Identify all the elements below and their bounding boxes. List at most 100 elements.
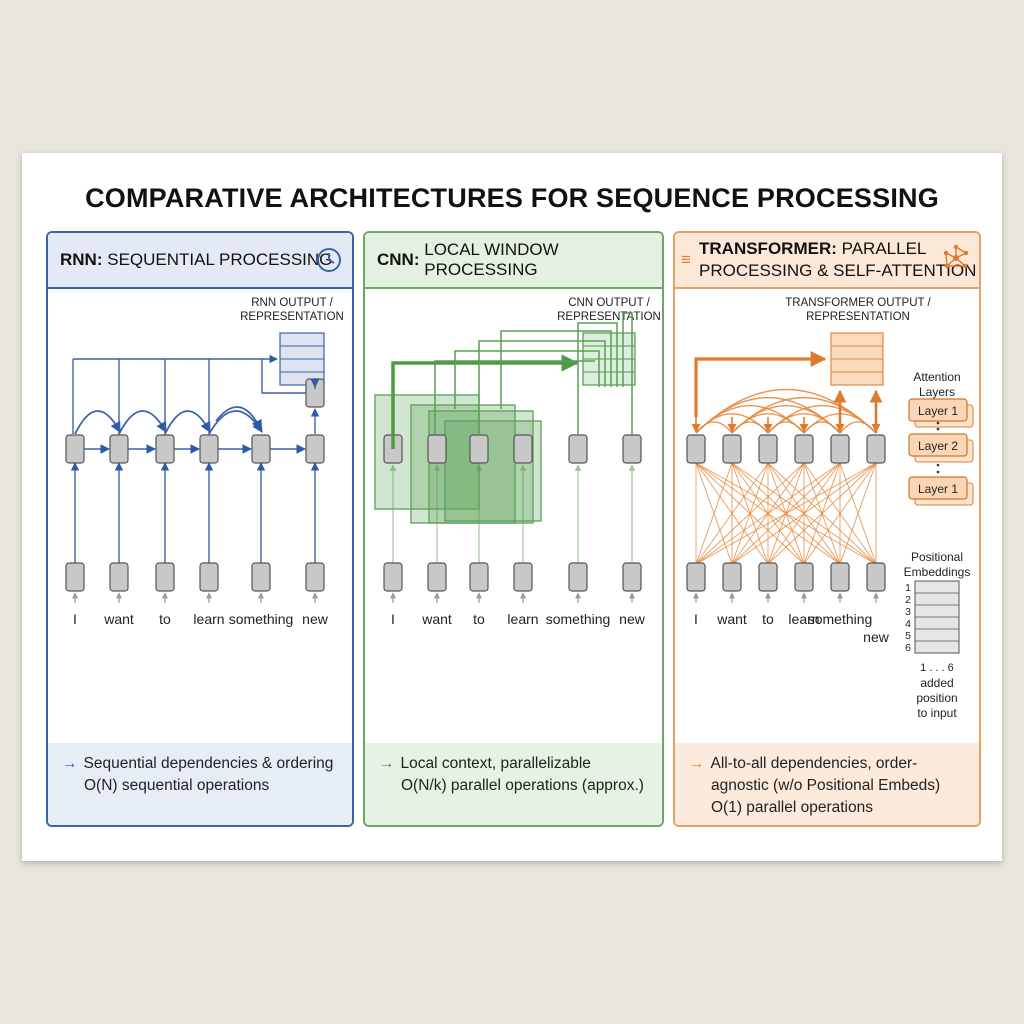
attention-layers-title-1: Attention (913, 370, 960, 384)
input-node (722, 562, 742, 592)
positional-index: 3 (905, 606, 911, 618)
token-label: I (694, 611, 698, 627)
menu-icon: ≡ (681, 250, 691, 269)
input-node (830, 562, 850, 592)
attention-edge (803, 462, 877, 565)
page-title: COMPARATIVE ARCHITECTURES FOR SEQUENCE P… (85, 183, 939, 213)
input-node (794, 562, 814, 592)
transformer-output-label-1: TRANSFORMER OUTPUT / (785, 297, 931, 309)
positional-range: 1 . . . 6 (920, 662, 954, 674)
cnn-output-label-2: REPRESENTATION (557, 311, 661, 323)
token-label: new (302, 611, 329, 627)
cnn-feature-node (568, 434, 588, 464)
diagram-sheet: COMPARATIVE ARCHITECTURES FOR SEQUENCE P… (22, 153, 1002, 861)
attention-layer-box (908, 398, 968, 422)
cnn-output-edge (500, 330, 612, 409)
input-node (758, 562, 778, 592)
rnn-arc-edge (208, 410, 263, 435)
network-icon (943, 244, 969, 269)
attention-layer-label: Layer 1 (918, 404, 958, 418)
attention-edge (767, 462, 877, 565)
input-node (155, 562, 175, 592)
ellipsis-dot (936, 421, 940, 425)
cnn-output-label-1: CNN OUTPUT / (568, 297, 650, 309)
rnn-arc-edge (74, 410, 121, 435)
token-label: want (716, 611, 747, 627)
cnn-panel: CNN: LOCAL WINDOW PROCESSING CNN OUTPUT … (363, 231, 664, 827)
transformer-output-label-2: REPRESENTATION (806, 311, 910, 323)
rnn-arc-edge (215, 406, 262, 431)
cnn-feature-node (513, 434, 533, 464)
transformer-hidden-node (722, 434, 742, 464)
transformer-hidden-node (758, 434, 778, 464)
transformer-diagram: TRANSFORMER OUTPUT / REPRESENTATION Atte… (686, 297, 974, 720)
input-node (568, 562, 588, 592)
token-label: new (863, 629, 890, 645)
input-node (686, 562, 706, 592)
rnn-hidden-node (155, 434, 175, 464)
input-node (622, 562, 642, 592)
rnn-hidden-node (109, 434, 129, 464)
input-node (469, 562, 489, 592)
attention-layer-box (908, 476, 968, 500)
transformer-hidden-node (830, 434, 850, 464)
ellipsis-dot (936, 470, 940, 474)
positional-index: 4 (905, 618, 911, 630)
transformer-hidden-node (686, 434, 706, 464)
input-node (513, 562, 533, 592)
token-label: something (808, 611, 873, 627)
positional-note-2: position (916, 691, 957, 705)
cnn-output-edge (478, 340, 606, 435)
token-label: something (229, 611, 294, 627)
input-node (109, 562, 129, 592)
token-label: learn (193, 611, 224, 627)
input-node (199, 562, 219, 592)
input-node (305, 562, 325, 592)
positional-note-3: to input (917, 706, 957, 720)
rnn-footer: →Sequential dependencies & ordering O(N)… (48, 743, 352, 825)
cnn-output-edge (577, 322, 618, 435)
input-node (383, 562, 403, 592)
cnn-panel-header: CNN: LOCAL WINDOW PROCESSING (365, 233, 662, 289)
cnn-footer-line2: O(N/k) parallel operations (approx.) (401, 777, 644, 794)
attention-edge (695, 462, 769, 565)
rnn-output-label-1: RNN OUTPUT / (251, 297, 333, 309)
transformer-footer: →All-to-all dependencies, order- agnosti… (675, 743, 979, 825)
token-label: new (619, 611, 646, 627)
token-label: to (473, 611, 485, 627)
rnn-heading-text: SEQUENTIAL PROCESSING (107, 250, 333, 269)
rnn-arc-edge (164, 410, 211, 435)
transformer-hidden-node (866, 434, 886, 464)
positional-note-1: added (920, 676, 953, 690)
token-label: want (421, 611, 452, 627)
transformer-panel: ≡ TRANSFORMER: PARALLEL PROCESSING & SEL… (673, 231, 981, 827)
input-node (65, 562, 85, 592)
cnn-heading-text: LOCAL WINDOW PROCESSING (424, 240, 559, 279)
token-label: want (103, 611, 134, 627)
token-label: to (762, 611, 774, 627)
rnn-final-edge (261, 359, 306, 394)
attention-edge (839, 462, 877, 565)
token-label: learn (788, 611, 819, 627)
cnn-output-edge (622, 312, 633, 435)
cnn-feature-node (469, 434, 489, 464)
token-label: to (159, 611, 171, 627)
arrow-right-icon: → (379, 755, 395, 772)
rnn-hidden-node (199, 434, 219, 464)
positional-index: 6 (905, 642, 911, 654)
positional-index: 1 (905, 582, 911, 594)
attention-edge (695, 462, 841, 565)
transformer-footer-line3: O(1) parallel operations (711, 799, 873, 816)
attention-layers-title-2: Layers (919, 385, 955, 399)
token-label: learn (507, 611, 538, 627)
rnn-hidden-node (65, 434, 85, 464)
transformer-footer-line2: agnostic (w/o Positional Embeds) (711, 777, 941, 794)
token-label: something (546, 611, 611, 627)
cnn-feature-node (427, 434, 447, 464)
cnn-output-edge (434, 360, 595, 435)
positional-index: 2 (905, 594, 911, 606)
cnn-output-edge (391, 354, 579, 449)
input-node (866, 562, 886, 592)
attention-arc (839, 421, 877, 434)
